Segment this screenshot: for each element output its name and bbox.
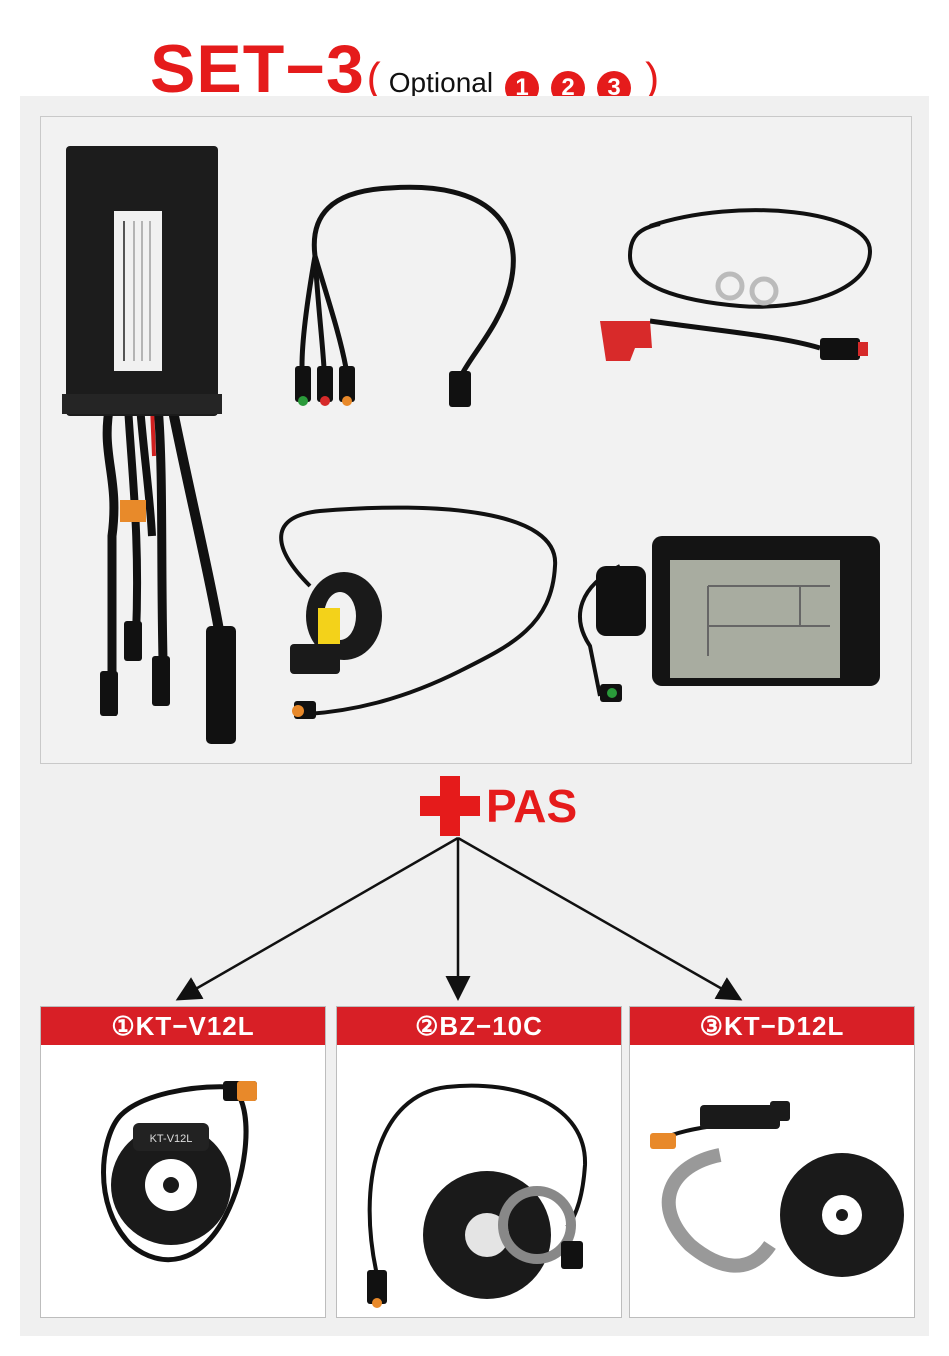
brake-sensor-icon (600, 208, 873, 361)
set-label: SET−3 (150, 31, 365, 107)
close-paren: ) (645, 54, 660, 101)
lcd-display-icon (578, 536, 880, 702)
option-card-2: ② BZ−10C (336, 1006, 622, 1318)
pas-sensor-icon (650, 1101, 904, 1277)
pas-sensor-icon (367, 1083, 588, 1308)
option-2-name: BZ−10C (439, 1010, 543, 1041)
controller-icon (62, 146, 236, 744)
optional-label: Optional (388, 67, 494, 98)
page-title: SET−3 ( Optional 1 2 3 ) (150, 30, 659, 110)
option-2-header: ② BZ−10C (337, 1007, 621, 1045)
sensor-model-text: KT-V12L (150, 1133, 193, 1145)
option-card-3: ③ KT−D12L (629, 1006, 915, 1318)
pas-label: PAS (486, 780, 578, 832)
option-3-header: ③ KT−D12L (630, 1007, 914, 1045)
option-card-1: ① KT−V12L KT-V12L (40, 1006, 326, 1318)
plus-icon (420, 776, 480, 836)
arrow-to-option-3 (457, 836, 743, 1001)
option-3-name: KT−D12L (723, 1010, 845, 1041)
pas-sensor-icon: KT-V12L (101, 1081, 257, 1263)
option-1-name: KT−V12L (135, 1010, 255, 1041)
arrow-to-option-1 (175, 836, 459, 1001)
option-3-number: ③ (699, 1010, 724, 1041)
plus-pas-heading: PAS (420, 776, 577, 836)
option-1-header: ① KT−V12L (41, 1007, 325, 1045)
wiring-harness-icon (295, 184, 516, 407)
kit-components-image (62, 146, 880, 744)
option-2-number: ② (415, 1010, 440, 1041)
open-paren: ( (366, 54, 381, 101)
option-1-number: ① (111, 1010, 136, 1041)
thumb-throttle-icon (279, 505, 558, 719)
